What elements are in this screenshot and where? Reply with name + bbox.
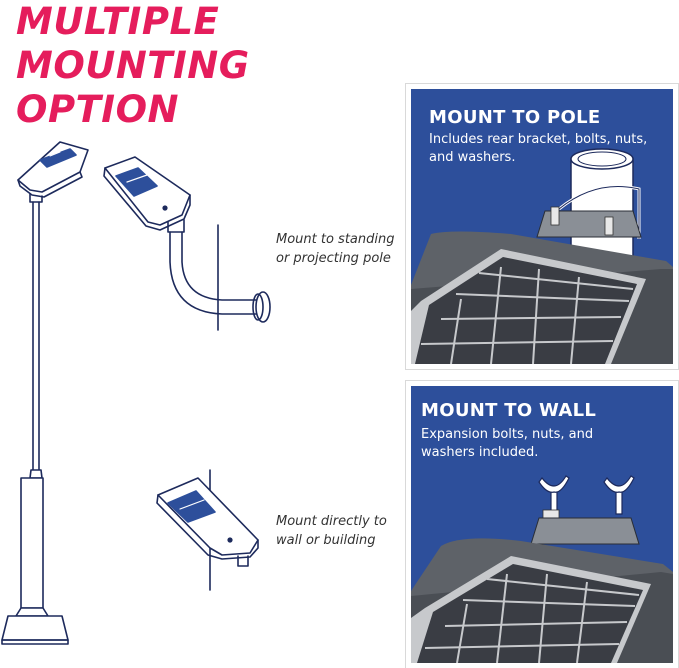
- pole-desc-line-2: and washers.: [429, 150, 516, 165]
- wall-desc-line-1: Expansion bolts, nuts, and: [421, 427, 594, 442]
- wall-caption: Mount directly to wall or building: [276, 512, 387, 550]
- wall-caption-line-1: Mount directly to: [276, 514, 387, 529]
- pole-caption-line-1: Mount to standing: [276, 232, 395, 247]
- mount-to-wall-description: Expansion bolts, nuts, and washers inclu…: [421, 426, 593, 462]
- mount-to-pole-description: Includes rear bracket, bolts, nuts, and …: [429, 131, 647, 167]
- wall-desc-line-2: washers included.: [421, 445, 539, 460]
- pole-caption: Mount to standing or projecting pole: [276, 230, 395, 268]
- wall-caption-line-2: wall or building: [276, 533, 376, 548]
- title-line-1: MULTIPLE: [16, 0, 220, 43]
- mount-to-wall-heading: MOUNT TO WALL: [421, 400, 597, 421]
- pole-caption-line-2: or projecting pole: [276, 251, 391, 266]
- standing-pole-light-icon: [1, 141, 89, 645]
- mount-to-pole-heading: MOUNT TO POLE: [429, 107, 601, 128]
- pole-desc-line-1: Includes rear bracket, bolts, nuts,: [429, 132, 648, 147]
- mount-to-wall-panel: MOUNT TO WALL Expansion bolts, nuts, and…: [405, 380, 679, 668]
- wall-mount-photo: [411, 475, 673, 663]
- mounting-illustrations: [1, 141, 271, 645]
- title-line-3: OPTION: [16, 88, 179, 131]
- pole-mount-photo: [411, 148, 673, 364]
- title-line-2: MOUNTING: [16, 44, 250, 87]
- wall-light-icon: [156, 469, 259, 591]
- projecting-pole-light-icon: [103, 156, 271, 331]
- page-title: MULTIPLE MOUNTING OPTION: [16, 0, 250, 132]
- mount-to-pole-panel: MOUNT TO POLE Includes rear bracket, bol…: [405, 83, 679, 370]
